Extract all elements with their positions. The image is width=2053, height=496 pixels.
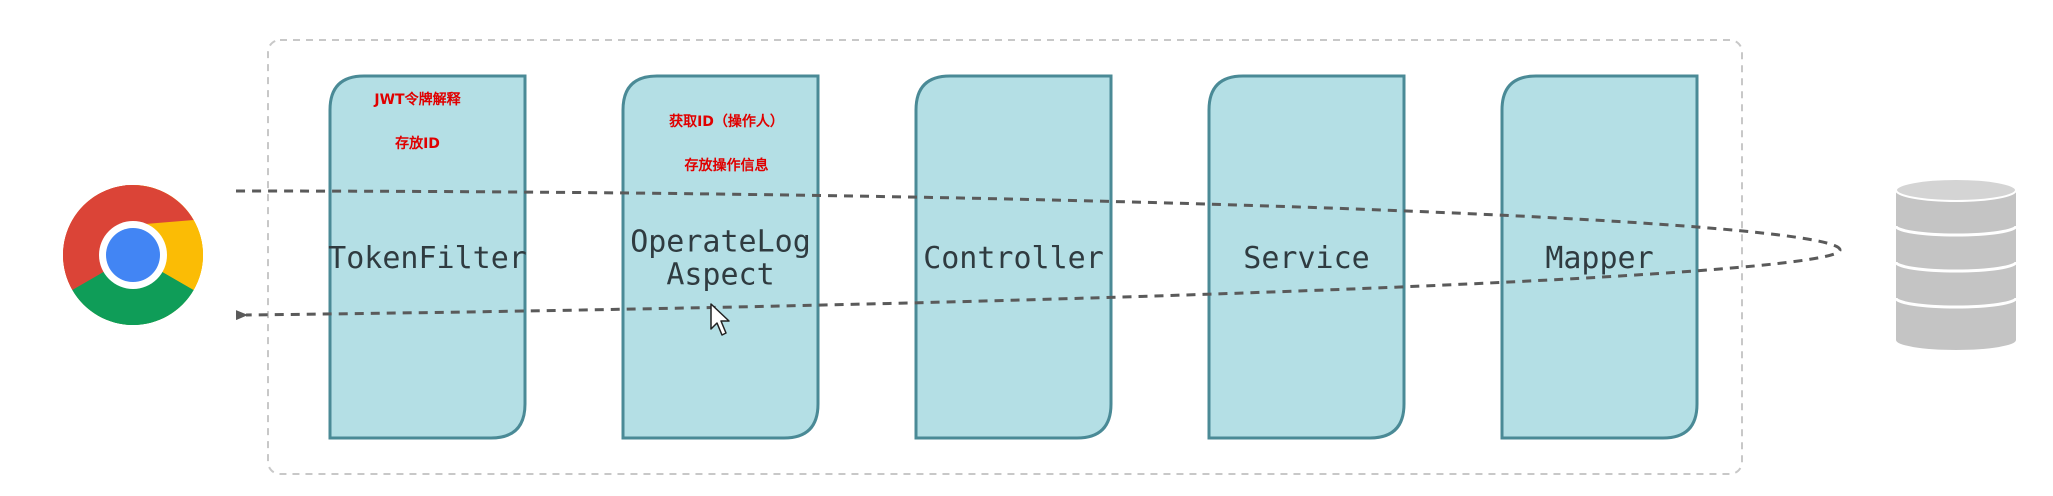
layer-5: Mapper [1500,74,1699,440]
layer-note: 存放ID [395,135,440,152]
layer-box [621,74,820,440]
database-icon [1894,178,2018,350]
layer-note: 存放操作信息 [685,157,769,174]
mouse-cursor-icon [710,303,730,336]
layer-3: Controller [914,74,1113,440]
layer-box [914,74,1113,440]
layer-label: TokenFilter [328,241,527,276]
request-response-flow-arrow [235,189,1842,321]
chrome-browser-icon [63,185,203,325]
layer-label: Aspect [666,258,774,293]
layer-box [1500,74,1699,440]
layer-box [328,74,527,440]
layer-note: 获取ID（操作人） [669,113,784,130]
layer-label: Controller [923,241,1104,276]
layer-label: Service [1243,241,1369,276]
layer-4: Service [1207,74,1406,440]
layer-box [1207,74,1406,440]
layer-note: JWT令牌解释 [373,91,461,108]
layer-label: Mapper [1545,241,1653,276]
layer-label: OperateLog [630,225,811,260]
